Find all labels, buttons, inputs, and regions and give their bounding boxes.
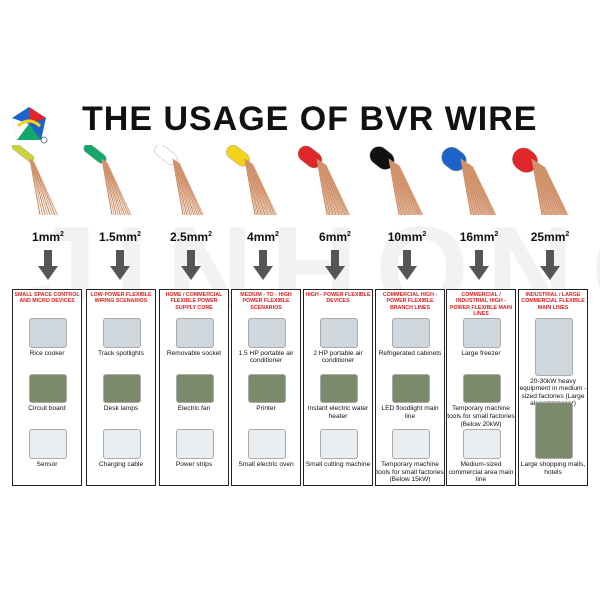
device-label: 1.5 HP portable air conditioner [238,349,294,365]
wire-sample-7 [441,147,497,216]
down-arrow-icon [253,250,273,280]
device-image [320,318,358,348]
device-label: LED floodlight main line [381,405,439,420]
down-arrow-icon [181,250,201,280]
device-label: Desk lamps [103,405,139,413]
wire-sample-8 [512,147,569,216]
panel-header: HOME / COMMERCIAL FLEXIBLE POWER SUPPLY … [165,292,223,311]
device-label: Circuit board [28,405,66,413]
wire-size-label: 2.5mm2 [170,230,212,244]
down-arrow-icon [38,250,58,280]
wire-sample-5 [297,145,350,216]
device-image [176,318,214,348]
device-image [176,429,214,459]
device-image [29,373,67,404]
brand-logo-icon [12,107,48,144]
wire-size-label: 1.5mm2 [99,230,141,244]
wire-size-label: 25mm2 [530,230,570,244]
device-label: Track spotlights [98,349,144,357]
device-image [535,318,573,376]
wire-sample-6 [369,146,424,216]
device-image [392,373,430,404]
device-image [463,429,501,459]
device-label: Large freezer [461,349,501,357]
usage-panel-1: SMALL SPACE CONTROL AND MICRO DEVICES Ric… [12,289,82,486]
usage-panel-7: COMMERCIAL / INDUSTRIAL HIGH - POWER FLE… [446,289,516,486]
device-image [103,429,141,459]
device-image [248,373,286,404]
device-label: Removable socket [166,349,222,357]
device-image [392,318,430,348]
device-label: Instant electric water heater [307,405,369,420]
wire-sample-3 [154,145,204,216]
device-image [29,429,67,459]
panel-header: LOW-POWER FLEXIBLE WIRING SCENARIOS [90,292,152,305]
device-image [248,429,286,459]
down-arrow-icon [540,250,560,280]
down-arrows [38,250,560,280]
wire-sample-2 [83,145,132,216]
device-image [463,318,501,348]
usage-panel-8: INDUSTRIAL / LARGE COMMERCIAL FLEXIBLE M… [518,289,588,486]
device-label: Rice cooker [29,349,65,357]
device-label: 2 HP portable air conditioner [313,349,363,365]
wire-size-label: 1mm2 [32,230,64,244]
wire-sample-1 [11,145,58,216]
panel-header: COMMERCIAL HIGH - POWER FLEXIBLE BRANCH … [382,292,438,311]
device-label: Medium-sized commercial area main line [448,461,514,484]
device-image [392,429,430,459]
device-label: Charging cable [98,461,144,468]
wire-size-label: 4mm2 [247,230,279,244]
page-title: THE USAGE OF BVR WIRE [82,100,538,138]
panel-header: MEDIUM - TO - HIGH POWER FLEXIBLE SCENAR… [240,292,292,311]
device-image [320,429,358,459]
device-image [103,373,141,404]
wire-size-label: 6mm2 [319,230,351,244]
device-label: Small cutting machine [305,461,371,468]
wire-samples-strip [11,145,569,216]
wire-size-label: 16mm2 [459,230,499,244]
device-label: Power strips [175,461,213,468]
device-image [248,318,286,348]
device-label: Small electric oven [238,461,294,468]
panel-header: COMMERCIAL / INDUSTRIAL HIGH - POWER FLE… [449,292,513,317]
down-arrow-icon [397,250,417,280]
wire-size-label: 10mm2 [387,230,427,244]
wire-sample-4 [226,145,277,216]
device-label: Sensor [36,461,58,468]
usage-panel-2: LOW-POWER FLEXIBLE WIRING SCENARIOS Track… [86,289,156,486]
panel-header: SMALL SPACE CONTROL AND MICRO DEVICES [14,292,80,305]
device-label: Electric fan [177,405,211,413]
device-image [535,401,573,459]
device-label: Temporary machine tools for small factor… [447,405,515,428]
device-image [463,373,501,404]
usage-panel-3: HOME / COMMERCIAL FLEXIBLE POWER SUPPLY … [159,289,229,486]
panel-header: INDUSTRIAL / LARGE COMMERCIAL FLEXIBLE M… [521,292,585,311]
down-arrow-icon [110,250,130,280]
device-label: Printer [256,405,276,413]
device-image [320,373,358,404]
panel-header: HIGH - POWER FLEXIBLE DEVICES [305,292,371,305]
device-image [29,318,67,348]
usage-panel-5: HIGH - POWER FLEXIBLE DEVICES 2 HP portab… [303,289,373,486]
device-label: Refrigerated cabinets [378,349,442,357]
down-arrow-icon [325,250,345,280]
usage-panel-6: COMMERCIAL HIGH - POWER FLEXIBLE BRANCH … [375,289,445,486]
device-image [103,318,141,348]
device-label: Large shopping malls, hotels [520,461,586,476]
usage-panel-4: MEDIUM - TO - HIGH POWER FLEXIBLE SCENAR… [231,289,301,486]
wire-size-labels: 1mm2 1.5mm2 2.5mm2 4mm2 6mm2 10mm2 16mm2 25mm2 [0,230,600,248]
device-image [176,373,214,404]
down-arrow-icon [469,250,489,280]
device-label: Temporary machine tools for small factor… [376,461,444,484]
